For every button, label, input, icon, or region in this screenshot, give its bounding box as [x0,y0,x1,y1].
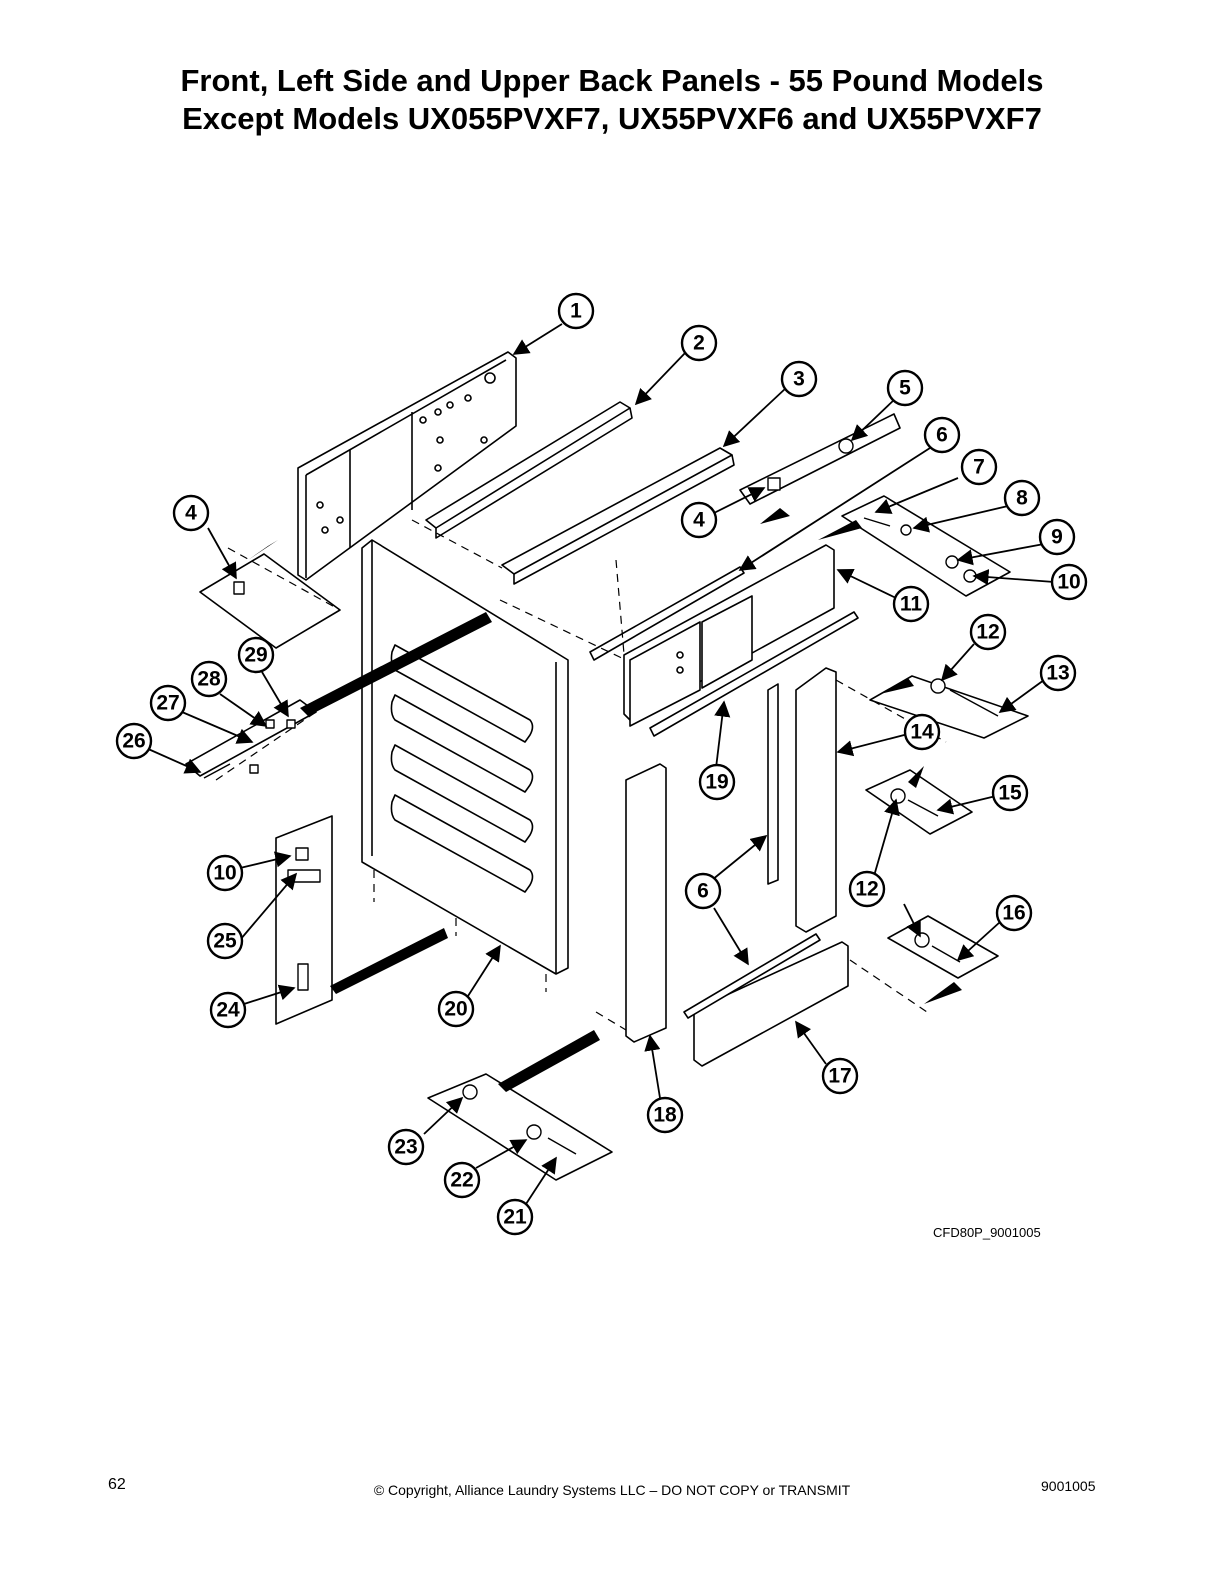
callout-10-right: 10 [1050,563,1088,601]
svg-text:14: 14 [910,721,934,744]
callout-23: 23 [387,1128,425,1166]
svg-text:2: 2 [693,332,705,355]
svg-text:20: 20 [444,998,467,1021]
svg-text:8: 8 [1016,487,1028,510]
svg-text:29: 29 [244,644,267,667]
callout-21: 21 [496,1198,534,1236]
callout-13: 13 [1039,654,1077,692]
callout-19: 19 [698,763,736,801]
svg-text:7: 7 [973,456,985,479]
hardware-plate-12-16 [887,915,999,979]
callout-25: 25 [206,922,244,960]
copyright-notice: © Copyright, Alliance Laundry Systems LL… [373,1482,851,1498]
callout-14: 14 [903,713,941,751]
svg-text:26: 26 [122,730,145,753]
hardware-plate-10-24-25 [275,815,333,1025]
svg-text:13: 13 [1046,662,1069,685]
callout-6-upper: 6 [923,416,961,454]
callout-26: 26 [115,722,153,760]
svg-text:16: 16 [1002,902,1025,925]
vertical-strip-6 [767,683,779,885]
kick-panel [693,941,849,1067]
svg-text:22: 22 [450,1169,473,1192]
callout-2: 2 [680,324,718,362]
svg-text:23: 23 [394,1136,417,1159]
callout-1: 1 [557,292,595,330]
svg-text:18: 18 [653,1104,677,1127]
callout-18: 18 [646,1096,684,1134]
callout-16: 16 [995,894,1033,932]
callout-28: 28 [190,660,228,698]
callout-27: 27 [149,684,187,722]
svg-text:12: 12 [976,621,999,644]
top-rail-2 [425,401,633,539]
svg-text:6: 6 [936,424,948,447]
callout-4-left: 4 [172,494,210,532]
svg-text:1: 1 [570,300,582,323]
hardware-plate-12-15 [865,769,973,835]
svg-text:10: 10 [1057,571,1080,594]
svg-text:10: 10 [213,862,236,885]
top-rail-3 [501,447,735,585]
callout-6-middle: 6 [684,872,722,910]
callout-17: 17 [821,1057,859,1095]
callout-29: 29 [237,636,275,674]
hardware-plate-4-5 [739,413,901,505]
bottom-strip-19 [649,611,859,737]
control-panel [623,544,835,727]
svg-text:24: 24 [216,999,240,1022]
document-number: 9001005 [1041,1478,1096,1494]
strip-6-lower [683,933,821,1019]
strip-6-upper [589,566,745,661]
svg-text:6: 6 [697,880,709,903]
callout-12-bottom: 12 [848,870,886,908]
callout-15: 15 [991,774,1029,812]
page-number: 62 [108,1476,126,1493]
callout-10-left: 10 [206,854,244,892]
callout-11: 11 [892,585,930,623]
hardware-plate-12-13 [869,675,1029,739]
svg-text:17: 17 [828,1065,851,1088]
svg-text:28: 28 [197,668,221,691]
left-side-panel [361,539,569,975]
callout-22: 22 [443,1161,481,1199]
callout-9: 9 [1038,518,1076,556]
svg-text:19: 19 [705,771,728,794]
svg-text:25: 25 [213,930,237,953]
figure-code: CFD80P_9001005 [933,1225,1041,1240]
svg-text:27: 27 [156,692,179,715]
svg-text:5: 5 [899,377,911,400]
callout-24: 24 [209,991,247,1029]
callout-12-top: 12 [969,613,1007,651]
svg-text:21: 21 [503,1206,527,1229]
callout-5: 5 [886,369,924,407]
callout-4-middle: 4 [680,501,718,539]
upper-back-panel [297,351,517,581]
callout-7: 7 [960,448,998,486]
page-title-line-1: Front, Left Side and Upper Back Panels -… [180,63,1044,98]
hardware-plate-7-10 [841,495,1011,597]
svg-text:12: 12 [855,878,878,901]
callout-20: 20 [437,990,475,1028]
svg-text:4: 4 [693,509,705,532]
callout-3: 3 [780,360,818,398]
callout-8: 8 [1003,479,1041,517]
svg-text:9: 9 [1051,526,1063,549]
svg-text:3: 3 [793,368,805,391]
svg-text:4: 4 [185,502,197,525]
svg-text:11: 11 [900,593,923,616]
vertical-panel-14 [795,667,837,933]
page-title-line-2: Except Models UX055PVXF7, UX55PVXF6 and … [182,101,1042,136]
svg-text:15: 15 [998,782,1022,805]
vertical-panel-18 [625,763,667,1043]
